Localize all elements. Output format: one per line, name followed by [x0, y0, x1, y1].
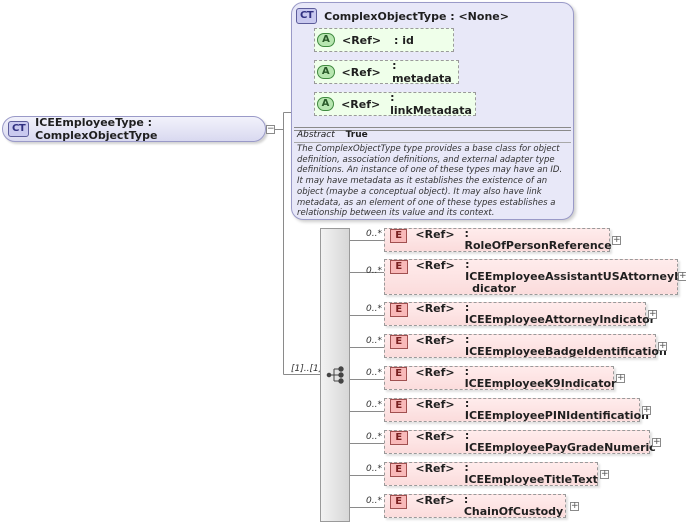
attribute-icon: A: [317, 97, 335, 111]
base-type-panel: CT ComplexObjectType : <None> A <Ref> : …: [291, 2, 574, 220]
element-icon: E: [390, 260, 408, 274]
complex-type-icon: CT: [296, 8, 318, 24]
expand-icon[interactable]: +: [658, 341, 667, 351]
expand-icon[interactable]: +: [678, 271, 686, 281]
occurrence-label: 0..*: [366, 304, 382, 314]
element-name: : ICEEmployeeAssistantUSAttorneyIn dicat…: [465, 259, 686, 295]
abstract-value: True: [345, 130, 368, 140]
root-type-label: ICEEmployeeType : ComplexObjectType: [35, 116, 158, 142]
attribute-icon: A: [317, 33, 335, 47]
element-name: : ICEEmployeeAttorneyIndicator: [464, 301, 656, 326]
expand-icon[interactable]: +: [570, 501, 579, 511]
element-icon: E: [390, 303, 408, 317]
ref-label: <Ref>: [415, 494, 455, 507]
attribute-metadata[interactable]: A <Ref> : metadata: [314, 59, 459, 85]
element-name: : ICEEmployeePINIdentification: [464, 397, 649, 422]
element-iceemployeepaygradenumeric[interactable]: E <Ref> : ICEEmployeePayGradeNumeric: [384, 430, 656, 454]
element-roleofpersonreference[interactable]: E <Ref> : RoleOfPersonReference: [384, 228, 612, 252]
occurrence-label: 0..*: [366, 336, 382, 346]
occurrence-label: 0..*: [366, 432, 382, 442]
occurrence-label: 0..*: [366, 496, 382, 506]
complex-type-icon: CT: [8, 121, 30, 137]
element-iceemployeebadgeidentification[interactable]: E <Ref> : ICEEmployeeBadgeIdentification: [384, 334, 667, 358]
expand-icon[interactable]: +: [600, 469, 609, 479]
root-complex-type[interactable]: CT ICEEmployeeType : ComplexObjectType: [2, 116, 266, 142]
element-name: : RoleOfPersonReference: [464, 227, 612, 252]
ref-label: <Ref>: [415, 366, 455, 379]
element-name: : ChainOfCustody: [463, 493, 564, 518]
collapse-toggle[interactable]: −: [266, 124, 275, 134]
abstract-key: Abstract: [297, 130, 335, 140]
element-name-line1: : ICEEmployeeAssistantUSAttorneyIn: [465, 258, 686, 283]
ref-label: <Ref>: [341, 97, 381, 111]
ref-label: <Ref>: [415, 302, 455, 315]
ref-label: <Ref>: [415, 334, 455, 347]
attribute-name: : id: [394, 33, 414, 47]
divider: [294, 142, 571, 143]
element-icon: E: [390, 367, 408, 381]
element-icon: E: [390, 495, 408, 509]
element-icon: E: [390, 335, 408, 349]
ref-label: <Ref>: [342, 33, 382, 47]
ref-label: <Ref>: [415, 259, 455, 272]
ref-label: <Ref>: [415, 228, 455, 241]
occurrence-label: 0..*: [366, 400, 382, 410]
occurrence-label: 0..*: [366, 266, 382, 276]
attribute-name: : linkMetadata: [390, 91, 472, 117]
base-type-title: ComplexObjectType : <None>: [324, 9, 509, 23]
ref-label: <Ref>: [415, 462, 455, 475]
element-icon: E: [390, 463, 408, 477]
attribute-name: : metadata: [392, 59, 452, 85]
element-name: : ICEEmployeePayGradeNumeric: [464, 429, 656, 454]
element-icon: E: [390, 431, 408, 445]
expand-icon[interactable]: +: [642, 405, 651, 415]
abstract-property: Abstract True: [297, 130, 368, 140]
occurrence-label: 0..*: [366, 368, 382, 378]
element-iceemployeeassistantusattorneyindicator[interactable]: E <Ref> : ICEEmployeeAssistantUSAttorney…: [384, 259, 686, 295]
sequence-multiplicity: [1]..[1]: [291, 364, 323, 374]
attribute-id[interactable]: A <Ref> : id: [314, 28, 454, 52]
element-name-line2: dicator: [472, 282, 516, 295]
divider: [294, 127, 571, 131]
expand-icon[interactable]: +: [648, 309, 657, 319]
element-name: : ICEEmployeeBadgeIdentification: [465, 333, 667, 358]
occurrence-label: 0..*: [366, 229, 382, 239]
element-name: : ICEEmployeeTitleText: [464, 461, 598, 486]
attribute-icon: A: [317, 65, 335, 79]
ref-label: <Ref>: [415, 398, 455, 411]
attribute-linkmetadata[interactable]: A <Ref> : linkMetadata: [314, 91, 476, 117]
element-iceemployeetitletext[interactable]: E <Ref> : ICEEmployeeTitleText: [384, 462, 598, 486]
element-iceemployeeattorneyindicator[interactable]: E <Ref> : ICEEmployeeAttorneyIndicator: [384, 302, 655, 326]
element-name: : ICEEmployeeK9Indicator: [464, 365, 617, 390]
ref-label: <Ref>: [341, 65, 381, 79]
element-icon: E: [390, 399, 408, 413]
documentation-text: The ComplexObjectType type provides a ba…: [297, 144, 563, 219]
ref-label: <Ref>: [415, 430, 455, 443]
expand-icon[interactable]: +: [612, 235, 621, 245]
base-type-header: CT ComplexObjectType : <None>: [296, 8, 509, 24]
element-iceemployeek9indicator[interactable]: E <Ref> : ICEEmployeeK9Indicator: [384, 366, 616, 390]
expand-icon[interactable]: +: [616, 373, 625, 383]
occurrence-label: 0..*: [366, 464, 382, 474]
sequence-compositor[interactable]: [320, 228, 350, 522]
element-iceemployeepinidentification[interactable]: E <Ref> : ICEEmployeePINIdentification: [384, 398, 649, 422]
element-icon: E: [390, 229, 408, 243]
expand-icon[interactable]: +: [652, 437, 661, 447]
sequence-icon: [326, 366, 344, 384]
element-chainofcustody[interactable]: E <Ref> : ChainOfCustody: [384, 494, 566, 518]
